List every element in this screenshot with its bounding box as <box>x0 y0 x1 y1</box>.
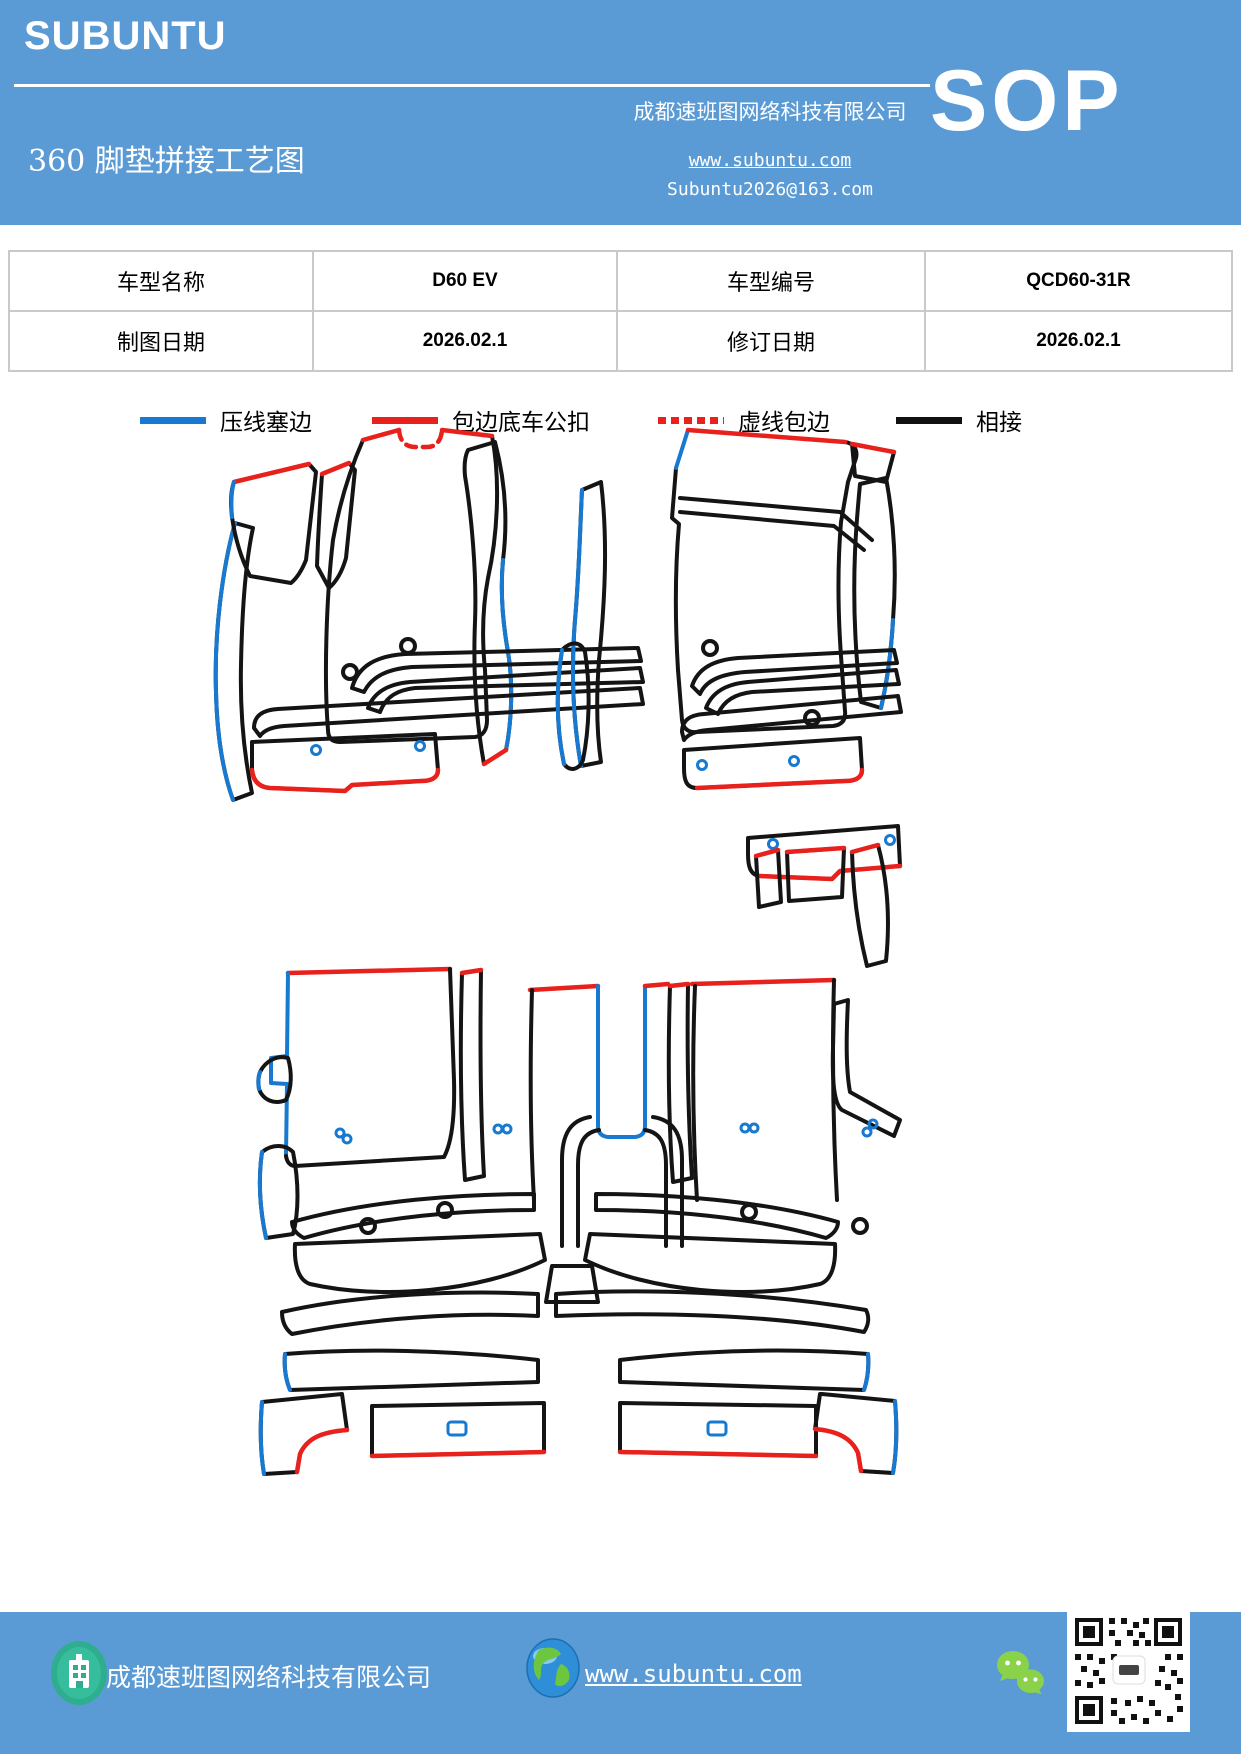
building-icon <box>51 1641 107 1705</box>
legend-label: 包边底车公扣 <box>452 410 590 436</box>
front-right-mat-group <box>555 427 903 882</box>
legend-item-blue: 压线塞边 <box>140 402 312 438</box>
header: SUBUNTU 360 脚垫拼接工艺图 成都速班图网络科技有限公司 www.su… <box>0 0 1241 225</box>
revise-date-label: 修订日期 <box>616 310 926 372</box>
legend-label: 虚线包边 <box>738 410 830 436</box>
draw-date-label: 制图日期 <box>8 310 314 372</box>
footer-website-link[interactable]: www.subuntu.com <box>585 1660 802 1688</box>
header-website-link[interactable]: www.subuntu.com <box>688 150 852 171</box>
header-email: Subuntu2026@163.com <box>667 179 873 200</box>
header-website: www.subuntu.com <box>600 150 940 171</box>
legend: 压线塞边 包边底车公扣 虚线包边 相接 <box>0 402 1241 438</box>
qr-code <box>1067 1610 1190 1732</box>
brand-logo: SUBUNTU <box>24 14 227 58</box>
revise-date-value: 2026.02.1 <box>923 310 1234 372</box>
legend-label: 相接 <box>976 410 1022 436</box>
footer-website: www.subuntu.com <box>585 1660 802 1688</box>
footer-company-name: 成都速班图网络科技有限公司 <box>106 1663 432 1692</box>
vehicle-info-table: 车型名称 D60 EV 车型编号 QCD60-31R 制图日期 2026.02.… <box>8 250 1234 372</box>
front-left-mat-group <box>213 427 645 802</box>
footer: 成都速班图网络科技有限公司 www.subuntu.com <box>0 1610 1241 1754</box>
table-row: 制图日期 2026.02.1 修订日期 2026.02.1 <box>8 310 1234 372</box>
rear-mat-group <box>256 842 902 1476</box>
model-name-value: D60 EV <box>311 250 619 312</box>
header-divider <box>14 84 930 87</box>
mat-splice-diagram <box>213 427 903 1476</box>
legend-item-red: 包边底车公扣 <box>372 402 590 438</box>
page-title: 360 脚垫拼接工艺图 <box>28 144 305 179</box>
red-line-swatch <box>372 416 438 424</box>
legend-item-black: 相接 <box>896 402 1022 438</box>
draw-date-value: 2026.02.1 <box>311 310 619 372</box>
table-row: 车型名称 D60 EV 车型编号 QCD60-31R <box>8 250 1234 312</box>
model-name-label: 车型名称 <box>8 250 314 312</box>
legend-item-red-dashed: 虚线包边 <box>658 402 830 438</box>
globe-icon <box>526 1638 580 1698</box>
model-code-value: QCD60-31R <box>923 250 1234 312</box>
sop-badge: SOP <box>930 53 1124 149</box>
black-line-swatch <box>896 416 962 424</box>
model-code-label: 车型编号 <box>616 250 926 312</box>
legend-label: 压线塞边 <box>220 410 312 436</box>
header-company-name: 成都速班图网络科技有限公司 <box>633 100 907 124</box>
wechat-icon <box>997 1651 1044 1695</box>
blue-line-swatch <box>140 416 206 424</box>
red-dashed-line-swatch <box>658 416 724 424</box>
